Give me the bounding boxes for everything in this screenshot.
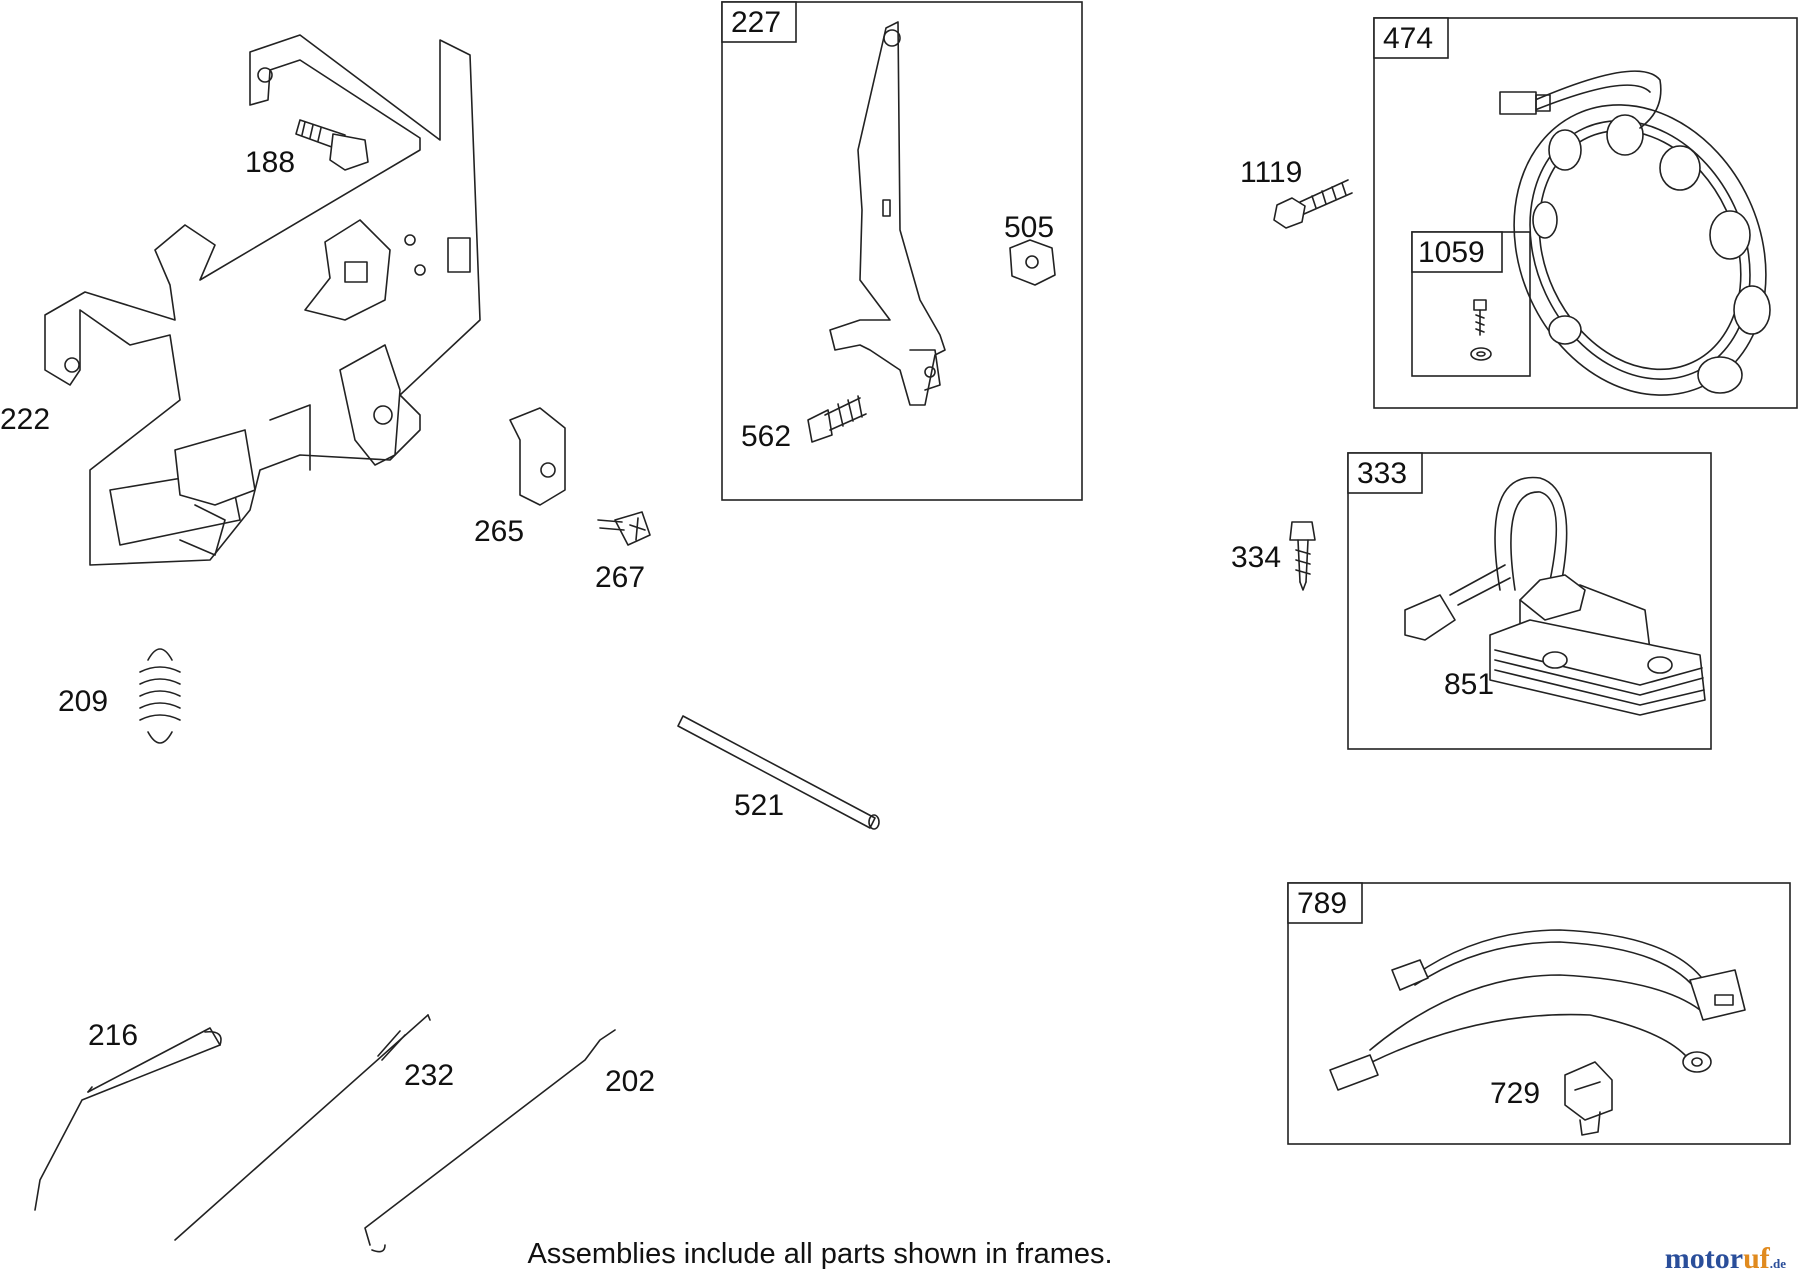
label-216: 216 [88,1019,138,1052]
label-729: 729 [1490,1077,1540,1110]
brand-part-3: .de [1769,1256,1786,1271]
frame-227: 227 [721,1,1083,501]
brand-part-2: uf [1743,1242,1770,1275]
label-334: 334 [1231,541,1281,574]
bolt-1119-part [1273,179,1353,229]
label-222: 222 [0,403,50,436]
rod-part [677,715,880,830]
label-562: 562 [741,420,791,453]
frame-474: 474 [1373,17,1798,409]
label-1119: 1119 [1240,156,1302,189]
clip-part [509,407,566,506]
frame-789-label: 789 [1297,887,1347,920]
frame-333: 333 [1347,452,1712,750]
link-202-part [364,1029,616,1253]
label-267: 267 [595,561,645,594]
label-188: 188 [245,146,295,179]
brand-logo: motoruf.de [1665,1242,1786,1276]
link-216-part [34,1027,222,1211]
spring-part [139,648,181,744]
screw-part [597,511,651,546]
brand-part-1: motor [1664,1242,1744,1275]
label-505: 505 [1004,211,1054,244]
frame-1059: 1059 [1411,231,1531,377]
label-521: 521 [734,789,784,822]
label-209: 209 [58,685,108,718]
label-265: 265 [474,515,524,548]
bolt-part [295,119,369,171]
frame-1059-label: 1059 [1418,236,1485,269]
frame-227-label: 227 [731,6,781,39]
control-bracket-part [44,34,481,566]
frame-789: 789 [1287,882,1791,1145]
frame-333-label: 333 [1357,457,1407,490]
frame-474-label: 474 [1383,22,1433,55]
label-202: 202 [605,1065,655,1098]
screw-334-part [1289,521,1316,591]
diagram-caption: Assemblies include all parts shown in fr… [527,1238,1113,1270]
cable-232-part [174,1014,431,1241]
label-232: 232 [404,1059,454,1092]
label-851: 851 [1444,668,1494,701]
